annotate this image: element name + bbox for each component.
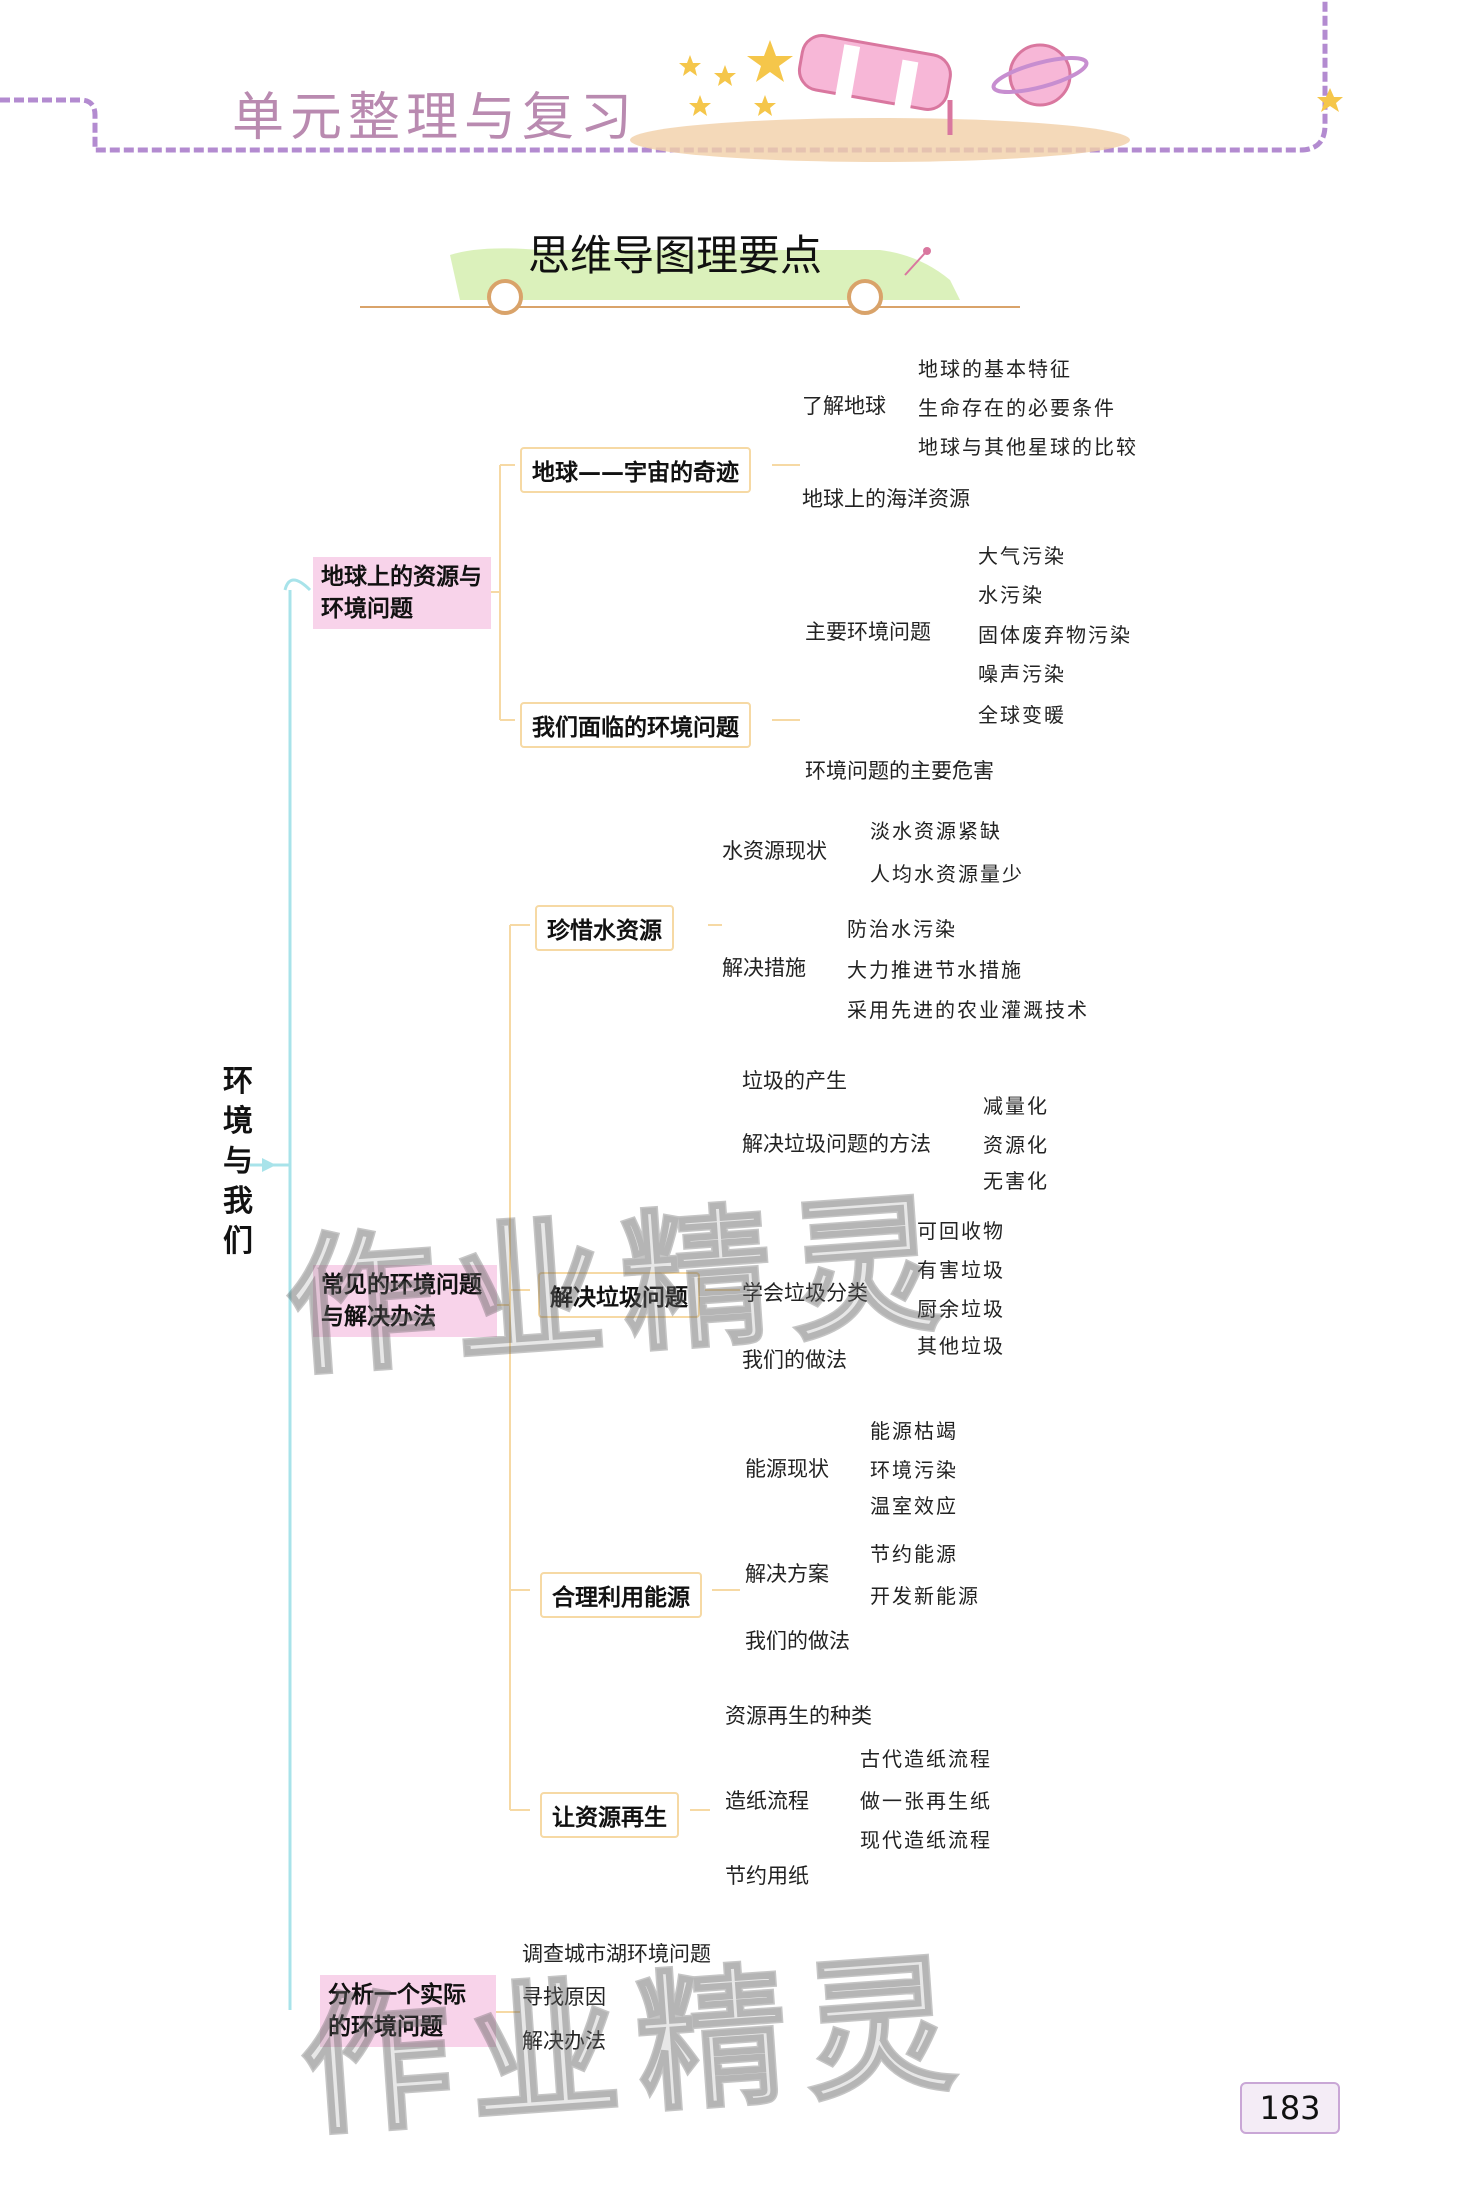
- node-main-problems: 主要环境问题: [805, 616, 931, 646]
- node-measures: 解决措施: [722, 952, 806, 982]
- node-resource: 资源化: [983, 1129, 1049, 1158]
- node-garbage-origin: 垃圾的产生: [742, 1065, 847, 1095]
- node-understand-earth: 了解地球: [802, 390, 886, 420]
- node-reduction: 减量化: [983, 1090, 1049, 1119]
- topic-recycling: 让资源再生: [540, 1792, 679, 1838]
- node-planet-compare: 地球与其他星球的比较: [918, 431, 1138, 460]
- node-energy-status: 能源现状: [745, 1453, 829, 1483]
- node-hazards: 环境问题的主要危害: [805, 755, 994, 785]
- branch-resources-environment: 地球上的资源与环境问题: [313, 557, 491, 629]
- node-air-pollution: 大气污染: [978, 540, 1066, 569]
- topic-energy: 合理利用能源: [540, 1572, 702, 1618]
- node-greenhouse: 温室效应: [870, 1490, 958, 1519]
- node-harmless: 无害化: [983, 1165, 1049, 1194]
- node-water-saving: 大力推进节水措施: [847, 954, 1023, 983]
- topic-water: 珍惜水资源: [535, 905, 674, 951]
- node-solutions: 解决方案: [745, 1558, 829, 1588]
- page-number: 183: [1240, 2082, 1340, 2134]
- node-ancient-paper: 古代造纸流程: [860, 1743, 992, 1772]
- topic-earth-wonder: 地球——宇宙的奇迹: [520, 447, 751, 493]
- node-energy-depletion: 能源枯竭: [870, 1415, 958, 1444]
- node-papermaking: 造纸流程: [725, 1785, 809, 1815]
- node-save-paper: 节约用纸: [725, 1860, 809, 1890]
- node-save-energy: 节约能源: [870, 1538, 958, 1567]
- node-life-conditions: 生命存在的必要条件: [918, 392, 1116, 421]
- node-water-pollution: 水污染: [978, 579, 1044, 608]
- node-our-actions-energy: 我们的做法: [745, 1625, 850, 1655]
- node-noise: 噪声污染: [978, 658, 1066, 687]
- node-irrigation: 采用先进的农业灌溉技术: [847, 994, 1089, 1023]
- root-node: 环境与我们: [218, 1062, 258, 1262]
- node-solid-waste: 固体废弃物污染: [978, 619, 1132, 648]
- node-ocean-resources: 地球上的海洋资源: [802, 483, 970, 513]
- node-new-energy: 开发新能源: [870, 1580, 980, 1609]
- node-freshwater-shortage: 淡水资源紧缺: [870, 815, 1002, 844]
- node-global-warming: 全球变暖: [978, 699, 1066, 728]
- node-recycled-paper: 做一张再生纸: [860, 1785, 992, 1814]
- node-water-status: 水资源现状: [722, 835, 827, 865]
- node-per-capita-water: 人均水资源量少: [870, 858, 1024, 887]
- node-modern-paper: 现代造纸流程: [860, 1824, 992, 1853]
- topic-environment-problems: 我们面临的环境问题: [520, 702, 751, 748]
- node-recycle-types: 资源再生的种类: [725, 1700, 872, 1730]
- node-earth-features: 地球的基本特征: [918, 353, 1072, 382]
- node-prevent-water-pollution: 防治水污染: [847, 913, 957, 942]
- arrow-icon: [262, 1158, 276, 1172]
- node-env-pollution: 环境污染: [870, 1454, 958, 1483]
